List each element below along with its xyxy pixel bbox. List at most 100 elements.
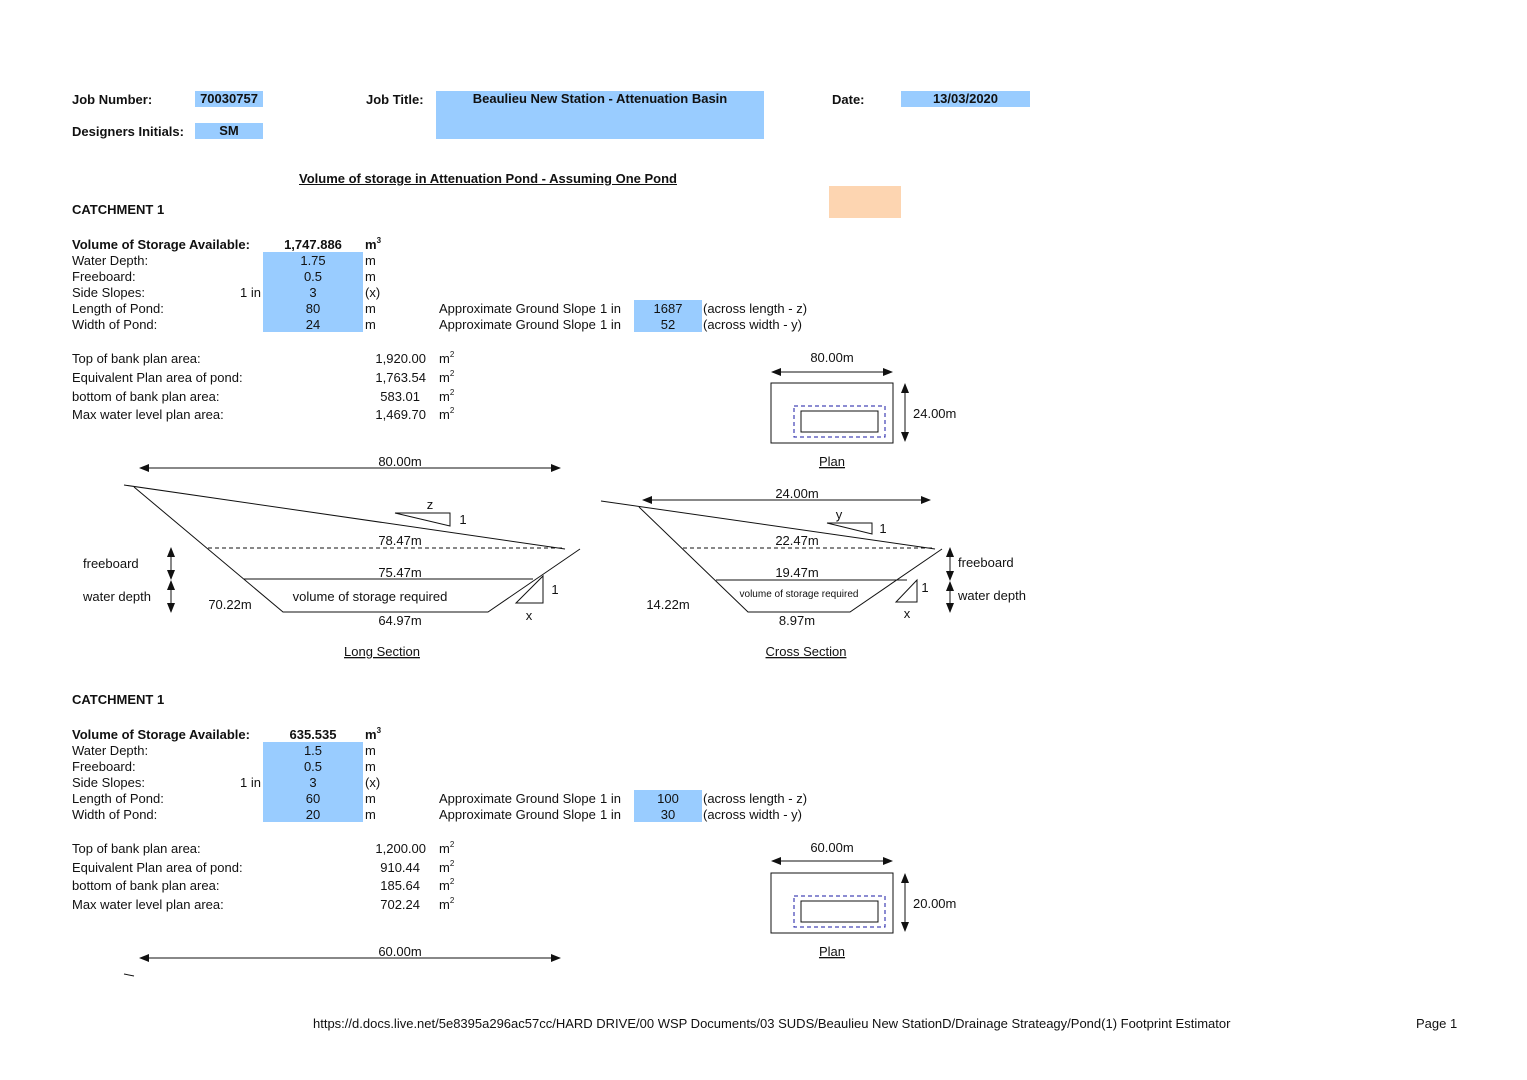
- area-unit: m2: [439, 840, 455, 857]
- side-slopes-label: Side Slopes:: [72, 285, 145, 300]
- cross-slope-triangle: [826, 522, 873, 535]
- cross-slope-label: 14.22m: [646, 597, 689, 612]
- area-unit: m2: [439, 896, 455, 913]
- ground-slope-width-label: Approximate Ground Slope: [439, 807, 596, 822]
- ground-slope-block: [634, 790, 702, 822]
- ground-slope-length-label: Approximate Ground Slope: [439, 791, 596, 806]
- long-water-label: 75.47m: [378, 565, 421, 580]
- length-field[interactable]: 80: [305, 301, 321, 316]
- width-field[interactable]: 20: [305, 807, 321, 822]
- volume-label: Volume of Storage Available:: [72, 727, 250, 742]
- top-bank-value: 1,920.00: [375, 351, 426, 366]
- across-width-label: (across width - y): [703, 317, 802, 332]
- freeboard-field[interactable]: 0.5: [303, 759, 323, 774]
- date-label: Date:: [832, 92, 865, 107]
- long-pond-profile: [133, 486, 581, 613]
- bottom-bank-value: 583.01: [380, 389, 420, 404]
- highlight-cell[interactable]: [829, 186, 901, 218]
- long-side-triangle: [514, 574, 544, 604]
- water-depth-label: Water Depth:: [72, 743, 149, 758]
- job-number-field[interactable]: 70030757: [195, 91, 263, 107]
- job-title-label: Job Title:: [366, 92, 424, 107]
- one-in-label: 1 in: [600, 807, 621, 822]
- plan-width-label: 24.00m: [913, 406, 956, 421]
- initials-field[interactable]: SM: [195, 123, 263, 139]
- page-number: Page 1: [1416, 1016, 1458, 1031]
- cross-water-label: 19.47m: [775, 565, 818, 580]
- volume-unit: m3: [365, 236, 382, 253]
- cross-volume-label: volume of storage required: [740, 589, 859, 600]
- max-water-value: 1,469.70: [375, 407, 426, 422]
- one-in-label: 1 in: [600, 791, 621, 806]
- plan-inner-rect: [800, 900, 879, 923]
- plan-length-label: 60.00m: [810, 840, 853, 855]
- ground-slope-width-label: Approximate Ground Slope: [439, 317, 596, 332]
- equiv-plan-label: Equivalent Plan area of pond:: [72, 370, 243, 385]
- one-in-label: 1 in: [600, 317, 621, 332]
- top-bank-label: Top of bank plan area:: [72, 351, 201, 366]
- long-section-diagram: 60.00m: [123, 944, 561, 977]
- across-width-label: (across width - y): [703, 807, 802, 822]
- area-unit: m2: [439, 406, 455, 423]
- date-field[interactable]: 13/03/2020: [901, 91, 1030, 107]
- long-overall-label: 80.00m: [378, 454, 421, 469]
- plan-outer-rect: [770, 382, 894, 444]
- cross-ground-line: [600, 500, 936, 550]
- area-unit: m2: [439, 877, 455, 894]
- footer-file-path: https://d.docs.live.net/5e8395a296ac57cc…: [313, 1016, 1231, 1031]
- across-length-label: (across length - z): [703, 791, 808, 806]
- input-block: [263, 252, 363, 332]
- plan-diagram: 60.00m 20.00m Plan: [770, 840, 956, 959]
- bottom-bank-value: 185.64: [380, 878, 420, 893]
- slope-width-field[interactable]: 52: [660, 317, 676, 332]
- plan-caption: Plan: [819, 454, 845, 469]
- plan-diagram: 80.00m 24.00m Plan: [770, 350, 956, 469]
- water-depth-unit: m: [365, 743, 376, 758]
- plan-inner-rect: [800, 410, 879, 433]
- length-unit: m: [365, 301, 376, 316]
- plan-outer-rect: [770, 872, 894, 934]
- one-label: 1: [459, 512, 466, 527]
- max-water-label: Max water level plan area:: [72, 407, 224, 422]
- slope-length-field[interactable]: 100: [657, 791, 679, 806]
- job-title-field[interactable]: Beaulieu New Station - Attenuation Basin: [436, 91, 764, 139]
- width-unit: m: [365, 317, 376, 332]
- x-label: x: [904, 606, 911, 621]
- side-slopes-field[interactable]: 3: [309, 775, 317, 790]
- area-unit: m2: [439, 859, 455, 876]
- long-section-caption: Long Section: [344, 644, 420, 659]
- y-label: y: [836, 507, 843, 522]
- side-slopes-field[interactable]: 3: [309, 285, 317, 300]
- width-field[interactable]: 24: [305, 317, 321, 332]
- across-length-label: (across length - z): [703, 301, 808, 316]
- cross-top-label: 22.47m: [775, 533, 818, 548]
- length-field[interactable]: 60: [305, 791, 321, 806]
- ground-slope-block: [634, 300, 702, 332]
- water-depth-field[interactable]: 1.5: [303, 743, 323, 758]
- area-unit: m2: [439, 350, 455, 367]
- slope-length-field[interactable]: 1687: [653, 301, 683, 316]
- freeboard-field[interactable]: 0.5: [303, 269, 323, 284]
- water-depth-field[interactable]: 1.75: [300, 253, 326, 268]
- area-unit: m2: [439, 388, 455, 405]
- side-slopes-unit: (x): [365, 285, 381, 300]
- water-depth-label: Water Depth:: [72, 253, 149, 268]
- freeboard-label: Freeboard:: [72, 269, 136, 284]
- side-slopes-label: Side Slopes:: [72, 775, 145, 790]
- long-ground-line: [123, 973, 135, 977]
- plan-width-label: 20.00m: [913, 896, 956, 911]
- slope-width-field[interactable]: 30: [660, 807, 676, 822]
- long-top-label: 78.47m: [378, 533, 421, 548]
- length-label: Length of Pond:: [72, 301, 164, 316]
- ground-slope-length-label: Approximate Ground Slope: [439, 301, 596, 316]
- bottom-bank-label: bottom of bank plan area:: [72, 878, 220, 893]
- freeboard-label: Freeboard:: [72, 759, 136, 774]
- cross-section-diagram: 24.00m 22.47m 19.47m volume of storage r…: [600, 486, 1026, 659]
- equiv-plan-value: 910.44: [380, 860, 420, 875]
- x-label: x: [526, 608, 533, 623]
- input-block: [263, 742, 363, 822]
- length-label: Length of Pond:: [72, 791, 164, 806]
- freeboard-unit: m: [365, 269, 376, 284]
- plan-water-rect: [793, 895, 886, 928]
- freeboard-unit: m: [365, 759, 376, 774]
